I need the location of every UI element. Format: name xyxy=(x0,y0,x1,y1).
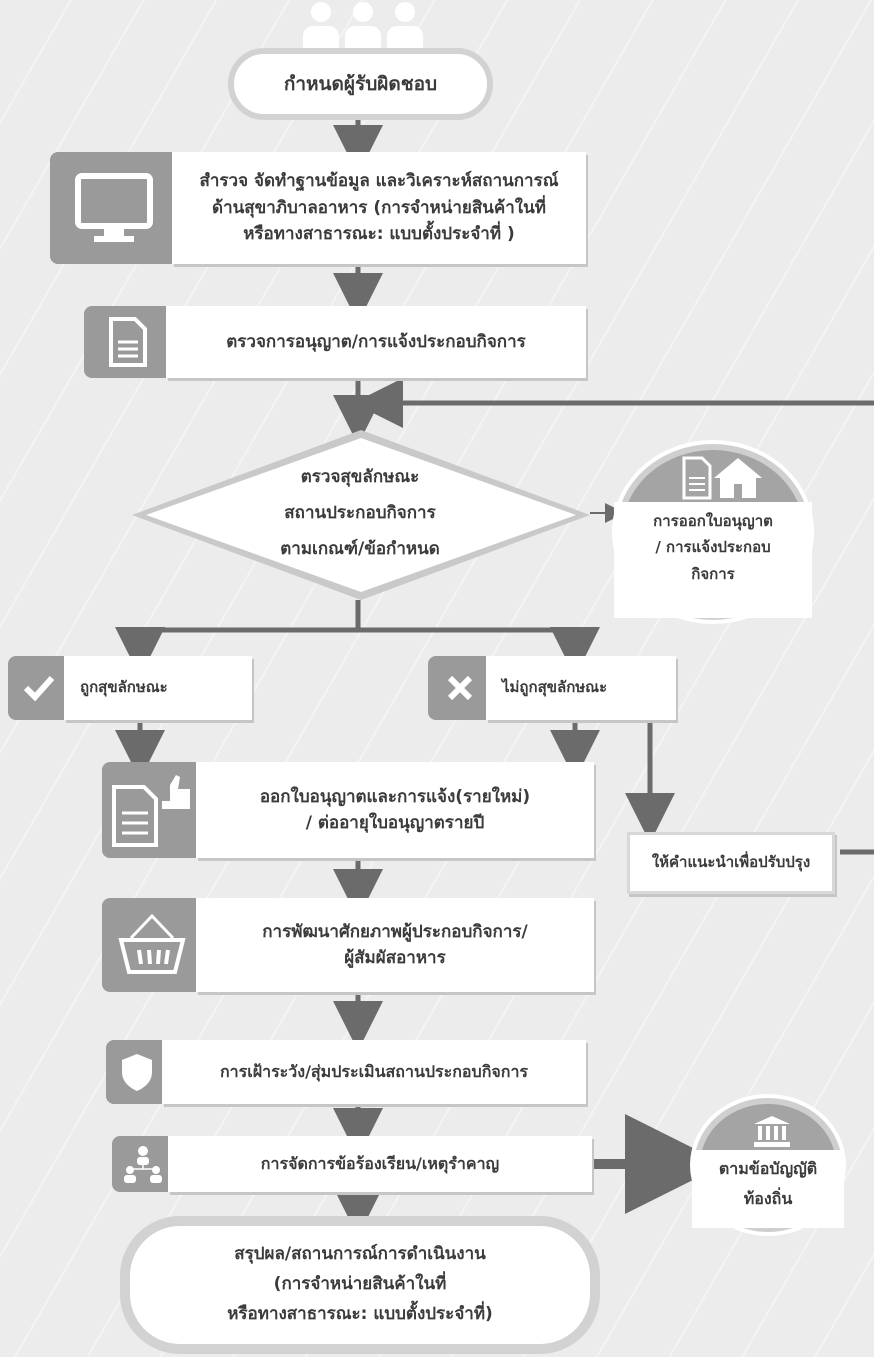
people-icon xyxy=(283,0,443,55)
survey-step: สำรวจ จัดทำฐานข้อมูล และวิเคราะห์สถานการ… xyxy=(172,152,586,264)
complaints-step: การจัดการข้อร้องเรียน/เหตุรำคาญ xyxy=(168,1136,592,1192)
government-building-icon xyxy=(754,1116,790,1147)
document-icon xyxy=(109,317,147,367)
fail-label: ไม่ถูกสุขลักษณะ xyxy=(502,678,608,697)
local-law-label: ตามข้อบัญญัติ ท้องถิ่น xyxy=(692,1150,844,1228)
surveillance-tab xyxy=(106,1040,168,1104)
inspect-label: ตรวจสุขลักษณะ สถานประกอบกิจการ ตามเกณฑ์/… xyxy=(280,467,440,559)
license-circle: การออกใบอนุญาต / การแจ้งประกอบ กิจการ xyxy=(612,440,814,624)
surveillance-label: การเฝ้าระวัง/สุ่มประเมินสถานประกอบกิจการ xyxy=(219,1061,529,1081)
check-license-step: ตรวจการอนุญาต/การแจ้งประกอบกิจการ xyxy=(166,306,586,378)
network-people-icon xyxy=(124,1146,162,1183)
develop-label: การพัฒนาศักยภาพผู้ประกอบกิจการ/ ผู้สัมผั… xyxy=(262,921,528,968)
cross-icon xyxy=(447,675,473,701)
license-circle-label: การออกใบอนุญาต / การแจ้งประกอบ กิจการ xyxy=(614,502,812,618)
issue-license-label: ออกใบอนุญาตและการแจ้ง(รายใหม่) / ต่ออายุ… xyxy=(259,786,531,833)
fail-tab xyxy=(428,656,492,720)
surveillance-step: การเฝ้าระวัง/สุ่มประเมินสถานประกอบกิจการ xyxy=(162,1040,586,1104)
local-law-circle: ตามข้อบัญญัติ ท้องถิ่น xyxy=(690,1094,846,1236)
document-house-icon xyxy=(682,456,762,500)
advise-step: ให้คำแนะนำเพื่อปรับปรุง xyxy=(627,832,835,894)
monitor-icon xyxy=(75,173,153,242)
survey-tab xyxy=(50,152,178,264)
pass-tab xyxy=(8,656,70,720)
shield-icon xyxy=(122,1054,152,1091)
fail-step: ไม่ถูกสุขลักษณะ xyxy=(486,656,676,720)
responsible-label: กำหนดผู้รับผิดชอบ xyxy=(283,73,438,95)
check-license-label: ตรวจการอนุญาต/การแจ้งประกอบกิจการ xyxy=(226,331,526,352)
check-license-tab xyxy=(84,306,172,378)
issue-license-step: ออกใบอนุญาตและการแจ้ง(รายใหม่) / ต่ออายุ… xyxy=(196,762,594,858)
develop-step: การพัฒนาศักยภาพผู้ประกอบกิจการ/ ผู้สัมผั… xyxy=(196,898,594,992)
advise-label: ให้คำแนะนำเพื่อปรับปรุง xyxy=(651,853,811,872)
basket-icon xyxy=(118,914,186,974)
develop-tab xyxy=(102,898,202,992)
checkmark-icon xyxy=(23,675,55,702)
inspect-step: ตรวจสุขลักษณะ สถานประกอบกิจการ ตามเกณฑ์/… xyxy=(228,448,492,580)
summary-label: สรุปผล/สถานการณ์การดำเนินงาน (การจำหน่าย… xyxy=(227,1244,493,1324)
responsible-step: กำหนดผู้รับผิดชอบ xyxy=(228,48,493,120)
summary-step: สรุปผล/สถานการณ์การดำเนินงาน (การจำหน่าย… xyxy=(120,1216,600,1354)
complaints-tab xyxy=(112,1136,174,1192)
inspect-diamond xyxy=(132,430,590,600)
issue-license-tab xyxy=(102,762,202,858)
survey-label: สำรวจ จัดทำฐานข้อมูล และวิเคราะห์สถานการ… xyxy=(199,171,559,245)
complaints-label: การจัดการข้อร้องเรียน/เหตุรำคาญ xyxy=(260,1153,500,1173)
pass-step: ถูกสุขลักษณะ xyxy=(64,656,252,720)
pass-label: ถูกสุขลักษณะ xyxy=(80,678,168,697)
document-thumbsup-icon xyxy=(112,775,190,847)
